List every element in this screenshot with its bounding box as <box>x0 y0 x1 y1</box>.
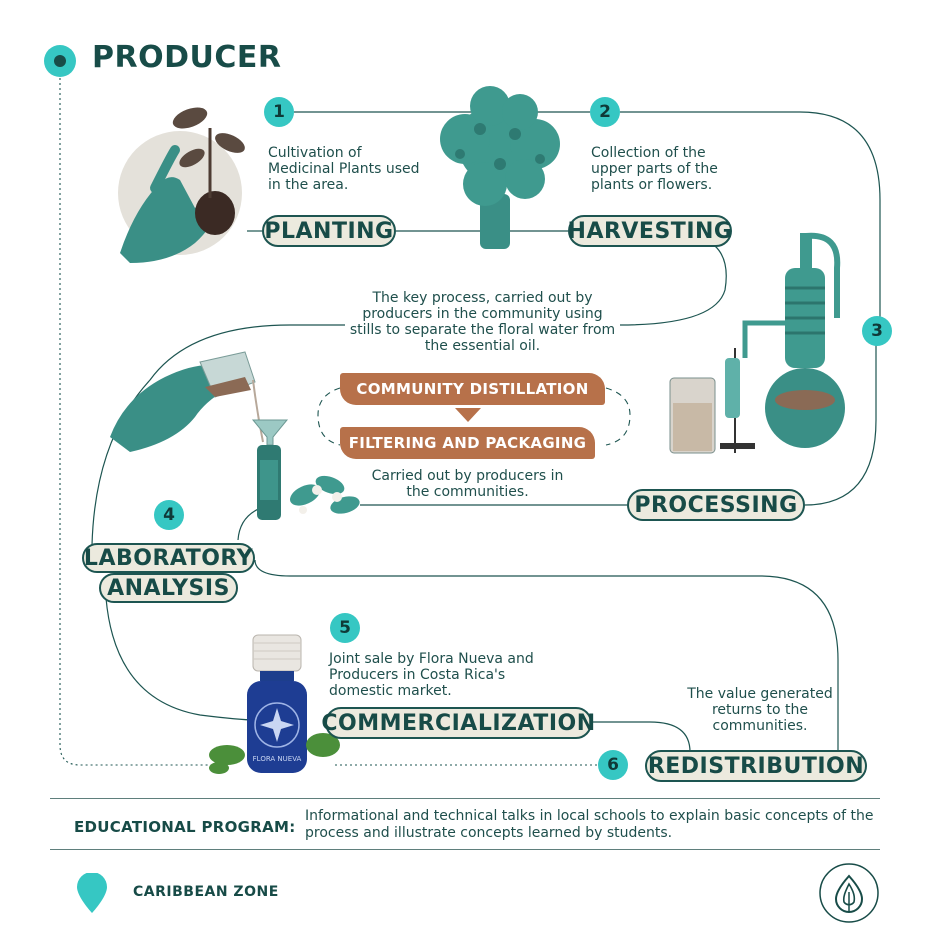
step-3-number: 3 <box>862 316 892 346</box>
step-4-number: 4 <box>154 500 184 530</box>
commercialization-label: COMMERCIALIZATION <box>321 707 595 739</box>
analysis-label: ANALYSIS <box>99 573 238 603</box>
step-2-number: 2 <box>590 97 620 127</box>
step-1-number: 1 <box>264 97 294 127</box>
step-6-number: 6 <box>598 750 628 780</box>
step-5-description: Joint sale by Flora Nueva and Producers … <box>329 651 534 699</box>
down-arrow-icon <box>455 408 481 422</box>
educational-program-label: EDUCATIONAL PROGRAM: <box>74 818 296 836</box>
zone-label: CARIBBEAN ZONE <box>133 884 279 900</box>
step-5-number: 5 <box>330 613 360 643</box>
funnel-bottle-illustration <box>251 419 360 520</box>
harvesting-label: HARVESTING <box>568 215 732 247</box>
community-distillation-band: COMMUNITY DISTILLATION <box>340 373 605 405</box>
pouring-hand-illustration <box>110 351 264 452</box>
bottle-brand-text: FLORA NUEVA <box>253 755 302 763</box>
page-title: PRODUCER <box>92 40 282 75</box>
divider-bottom <box>50 849 880 850</box>
processing-label: PROCESSING <box>627 489 805 521</box>
redistribution-label: REDISTRIBUTION <box>645 750 867 782</box>
drop-leaf-icon <box>819 863 879 923</box>
title-dot-icon <box>44 45 76 77</box>
step-3-description-top: The key process, carried out by producer… <box>349 290 616 354</box>
step-1-description: Cultivation of Medicinal Plants used in … <box>268 145 420 193</box>
educational-program-text: Informational and technical talks in loc… <box>305 808 874 841</box>
laboratory-label: LABORATORY <box>82 543 255 573</box>
hand-seedling-illustration <box>118 107 245 263</box>
filtering-packaging-band: FILTERING AND PACKAGING <box>340 427 595 459</box>
step-6-description: The value generated returns to the commu… <box>687 686 833 734</box>
step-2-description: Collection of the upper parts of the pla… <box>591 145 718 193</box>
planting-label: PLANTING <box>262 215 396 247</box>
oil-bottle-illustration: FLORA NUEVA <box>209 634 340 774</box>
step-3-description-bottom: Carried out by producers in the communit… <box>371 468 564 500</box>
distiller-illustration <box>669 232 845 454</box>
plant-bunch-illustration <box>440 86 560 249</box>
location-pin-icon <box>77 873 107 913</box>
divider-top <box>50 798 880 799</box>
